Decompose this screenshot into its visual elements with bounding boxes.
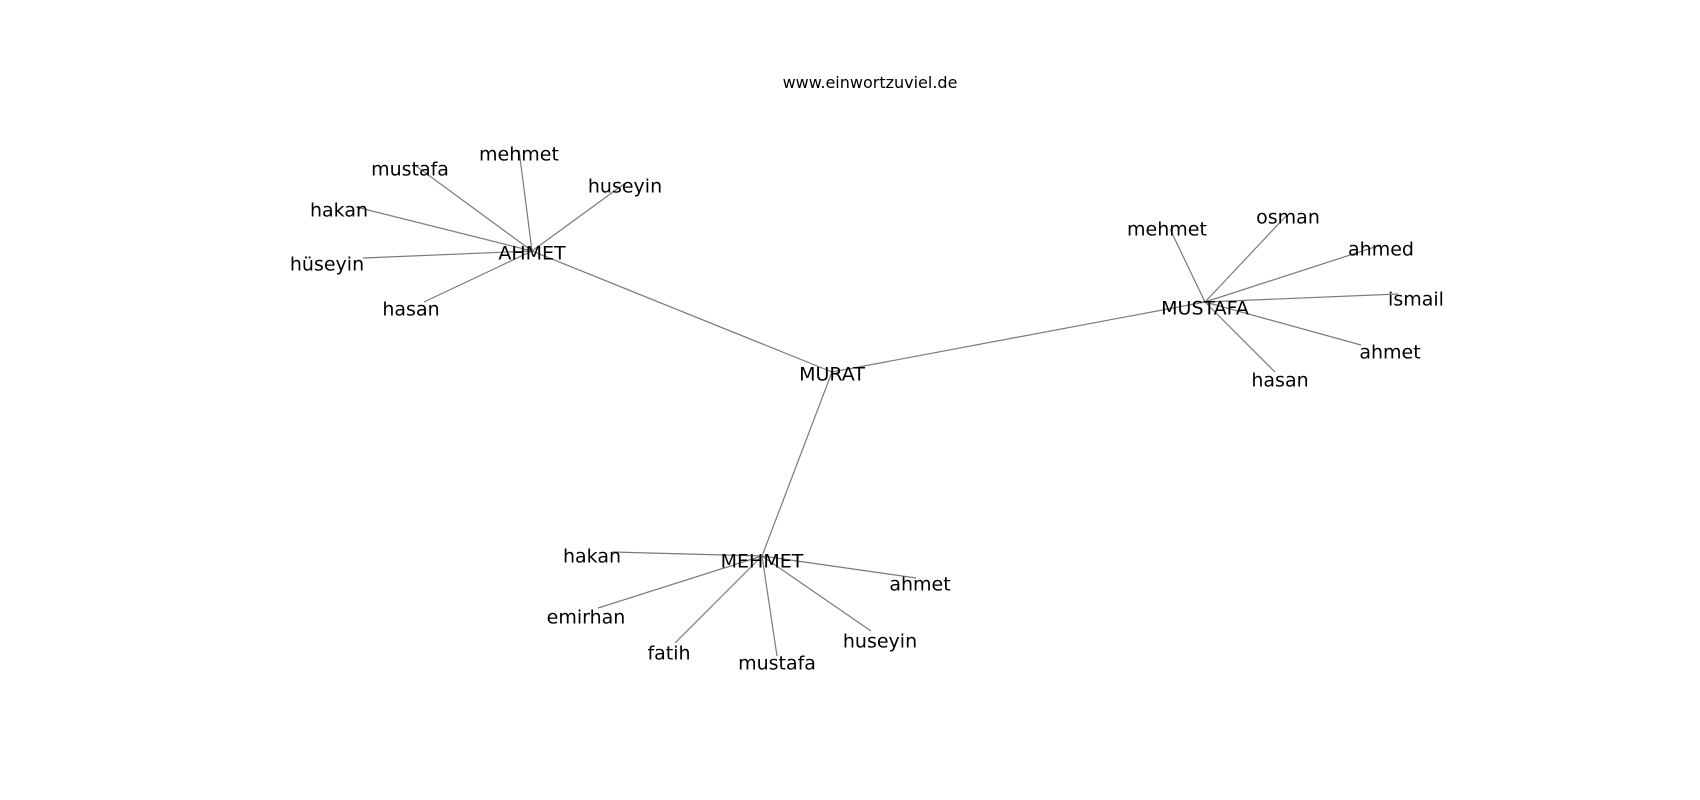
node-label-mehmet-mustafa: mustafa [738, 653, 816, 675]
edge-ahmet-to-ahmet-hasan [423, 250, 533, 303]
node-label-mehmet-hakan: hakan [563, 546, 621, 568]
site-title: www.einwortzuviel.de [783, 73, 958, 92]
edge-mehmet-to-mehmet-emirhan [597, 555, 763, 609]
node-label-mehmet-huseyin: huseyin [843, 631, 917, 653]
edge-ahmet-to-ahmet-huseyin [531, 183, 625, 252]
edge-mustafa-to-mustafa-ismail [1204, 293, 1399, 303]
edge-murat-to-mustafa [831, 301, 1206, 373]
node-label-mehmet-ahmet: ahmet [889, 574, 950, 596]
node-label-murat: MURAT [799, 364, 865, 386]
edge-layer [355, 149, 1399, 657]
node-label-mehmet-emirhan: emirhan [547, 607, 626, 629]
node-label-ahmet-huseyin: huseyin [588, 176, 662, 198]
edge-mehmet-to-mehmet-mustafa [761, 555, 778, 657]
edge-ahmet-to-ahmet-hakan [355, 206, 533, 252]
edge-mehmet-to-mehmet-hakan [611, 551, 763, 557]
node-label-ahmet-mehmet: mehmet [479, 144, 559, 166]
node-label-mustafa-mehmet: mehmet [1127, 219, 1207, 241]
node-label-mustafa: MUSTAFA [1161, 298, 1249, 320]
node-label-mustafa-ahmet: ahmet [1359, 342, 1420, 364]
node-label-mustafa-osman: osman [1256, 207, 1320, 229]
edge-mustafa-to-mustafa-mehmet [1169, 228, 1206, 303]
edge-mustafa-to-mustafa-ahmet [1204, 301, 1362, 346]
edge-mustafa-to-mustafa-ahmed [1204, 244, 1382, 303]
edge-murat-to-mehmet [761, 371, 833, 557]
edge-mehmet-to-mehmet-ahmet [761, 555, 917, 579]
node-label-mustafa-ismail: ismail [1388, 289, 1444, 311]
edge-mustafa-to-mustafa-osman [1204, 214, 1288, 303]
node-label-mustafa-ahmed: ahmed [1348, 239, 1414, 261]
node-label-mehmet-fatih: fatih [647, 643, 690, 665]
edge-ahmet-to-ahmet-huseyin-umlaut [362, 250, 533, 259]
node-label-ahmet-hakan: hakan [310, 200, 368, 222]
node-label-ahmet-huseyin-umlaut: hüseyin [290, 254, 364, 276]
edge-ahmet-to-ahmet-mehmet [518, 149, 533, 252]
edge-mustafa-to-mustafa-hasan [1204, 301, 1276, 373]
edge-mehmet-to-mehmet-fatih [674, 555, 763, 644]
edge-ahmet-to-ahmet-mustafa [415, 165, 533, 252]
node-label-mustafa-hasan: hasan [1251, 370, 1308, 392]
label-layer: MURAT AHMET MUSTAFA MEHMET mehmet mustafa huse… [290, 144, 1444, 675]
edge-murat-to-ahmet [531, 250, 833, 373]
node-label-ahmet: AHMET [498, 243, 566, 265]
edge-mehmet-to-mehmet-huseyin [761, 555, 872, 632]
node-label-ahmet-mustafa: mustafa [371, 159, 449, 181]
node-label-mehmet: MEHMET [721, 551, 804, 573]
node-label-ahmet-hasan: hasan [382, 299, 439, 321]
